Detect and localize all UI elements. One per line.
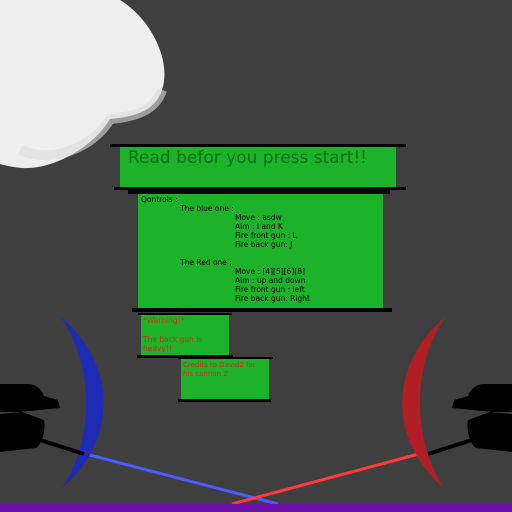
warning-bottom-bar: [137, 355, 233, 358]
controls-top-bar: [128, 190, 390, 194]
red-heading: The Red one :: [180, 258, 232, 267]
red-back-gun: Fire back gun: Right: [235, 294, 310, 303]
controls-bottom-bar: [132, 308, 392, 312]
blue-laser: [77, 450, 279, 506]
blue-aim: Aim : I and K: [235, 222, 283, 231]
title-bottom-bar: [114, 187, 406, 190]
red-aim: Aim : up and down: [235, 276, 306, 285]
red-front-gun: Fire front gun : left: [235, 285, 305, 294]
blue-heading: The blue one :: [180, 204, 234, 213]
credits-top-bar: [178, 357, 273, 359]
red-laser: [231, 450, 427, 506]
credits-panel: [181, 359, 269, 399]
controls-heading: Qontrols :: [141, 195, 178, 204]
red-move: Move : [4][5][6][8]: [235, 267, 305, 276]
title-top-bar: [110, 144, 406, 147]
red-player-ship: [427, 384, 512, 456]
credits-bottom-bar: [178, 399, 271, 402]
warning-top-bar: [138, 313, 232, 315]
cloud: [0, 0, 167, 169]
blue-player-ship: [0, 384, 85, 456]
warning-text: The back gun is heavy!!: [143, 335, 203, 353]
title-text: Read befor you press start!!: [128, 148, 367, 168]
controls-panel: [138, 194, 383, 308]
blue-front-gun: Fire front gun : L: [235, 231, 297, 240]
blue-shield-arc: [60, 316, 104, 488]
title-panel: [120, 147, 396, 187]
warning-panel: [141, 315, 229, 355]
floor: [0, 504, 512, 512]
red-shield-arc: [402, 316, 446, 488]
credits-text: Credits to David2 for his cannon Z: [183, 361, 256, 378]
blue-move: Move : asdw: [235, 213, 282, 222]
warning-title: *Warning!*: [143, 316, 185, 325]
blue-back-gun: Fire back gun: J: [235, 240, 293, 249]
